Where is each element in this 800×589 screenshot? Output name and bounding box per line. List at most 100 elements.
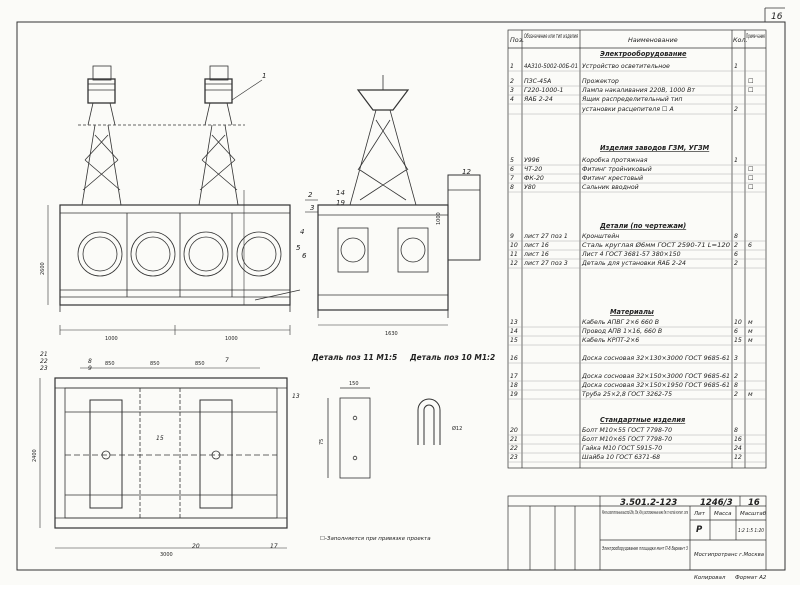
spec-cell-name: Провод АПВ 1×16, 660 В	[582, 328, 662, 335]
spec-cell-pos: 23	[510, 454, 518, 461]
spec-cell-pos: 19	[510, 391, 518, 398]
spec-cell-pos: 1	[510, 63, 514, 70]
spec-cell-qty: 1	[734, 157, 738, 164]
dim-1000-right: 1000	[225, 336, 238, 342]
spec-cell-name: Доска сосновая 32×130×3000 ГОСТ 9685-61	[581, 355, 730, 362]
spec-cell-des: ЯАБ 2-24	[523, 96, 553, 103]
dim-850-c: 850	[195, 361, 205, 367]
spec-cell-des: лист 16	[523, 251, 549, 258]
footnote: ☐-Заполняется при привязке проекта	[320, 535, 431, 542]
spec-cell-pos: 3	[510, 87, 514, 94]
spec-cell-note: ☐	[748, 78, 754, 85]
spec-cell-des: У996	[524, 157, 540, 164]
section-materials: Материалы	[610, 308, 654, 316]
callout-8: 8	[88, 358, 92, 365]
spec-cell-pos: 22	[510, 445, 518, 452]
spec-cell-name: Прожектор	[582, 78, 619, 85]
dim-850-b: 850	[150, 361, 160, 367]
svg-text:1000: 1000	[436, 212, 442, 225]
spec-cell-name: Кабель КРПТ-2×6	[582, 336, 639, 344]
callout-5: 5	[296, 244, 301, 252]
callout-20: 20	[192, 543, 200, 550]
spec-cell-qty: 6	[734, 328, 738, 335]
spec-cell-name: Ящик распределительный тип	[581, 96, 682, 103]
spec-cell-pos: 9	[510, 233, 514, 240]
spec-cell-qty: 2	[734, 242, 738, 249]
col-header-designation: Обозначение или тип изделия	[524, 32, 578, 40]
spec-cell-note: 6	[748, 242, 752, 249]
spec-cell-qty: 15	[734, 337, 742, 344]
tb-copy: Копировал	[694, 575, 726, 581]
col-header-note: Приме-чание	[746, 32, 765, 40]
dim-75: 75	[319, 439, 325, 445]
doc-subtitle: Электрооборудование площадки мачт П-8 Ва…	[601, 546, 688, 552]
spec-cell-pos: 7	[510, 175, 514, 182]
spec-cell-des: лист 27 поз 3	[523, 260, 568, 267]
spec-cell-qty: 8	[734, 382, 738, 389]
spec-cell-note: м	[748, 391, 753, 398]
spec-cell-pos: 5	[510, 157, 514, 164]
spec-cell-name: Доска сосновая 32×150×3000 ГОСТ 9685-61	[581, 373, 730, 380]
spec-cell-name: Болт М10×55 ГОСТ 7798-70	[582, 427, 672, 434]
callout-23: 23	[40, 365, 48, 372]
spec-cell-pos: 13	[510, 319, 518, 326]
doc-code: 3.501.2-123	[620, 498, 677, 508]
doc-title: Мачты осветительные высотой 28м, 33м, 43…	[602, 510, 688, 516]
spec-cell-pos: 18	[510, 382, 518, 389]
spec-cell-des: ФК-20	[524, 175, 544, 182]
spec-cell-qty: 1	[734, 63, 738, 70]
dim-2600: 2600	[40, 262, 46, 275]
spec-cell-qty: 3	[734, 355, 738, 362]
spec-cell-name: Болт М10×65 ГОСТ 7798-70	[582, 436, 672, 443]
spec-cell-name: Сталь круглая Ø6мм ГОСТ 2590-71 L=120	[582, 241, 730, 249]
callout-6: 6	[302, 252, 307, 260]
spec-cell-name: установки расцепителя ☐ А	[581, 106, 674, 113]
spec-cell-qty: 8	[734, 427, 738, 434]
callout-12: 12	[462, 168, 471, 176]
tb-header-mass: Масса	[714, 511, 732, 517]
spec-cell-name: Кронштейн	[582, 233, 619, 240]
dim-1630: 1630	[385, 331, 398, 337]
spec-cell-des: ПЗС-45А	[524, 78, 551, 85]
sheet-border	[16, 21, 786, 571]
callout-9: 9	[88, 365, 92, 372]
tb-header-scale: Масштаб	[740, 511, 767, 517]
side-elevation	[317, 75, 481, 318]
spec-cell-des: У80	[524, 184, 536, 191]
spec-cell-name: Кабель АПВГ 2×6 660 В	[582, 318, 659, 326]
spec-cell-name: Труба 25×2,8 ГОСТ 3262-75	[582, 390, 672, 398]
spec-cell-name: Фитинг крестовый	[582, 175, 643, 182]
callout-14: 14	[336, 189, 345, 197]
plan-view	[54, 377, 288, 529]
spec-cell-qty: 12	[734, 454, 742, 461]
dim-2400: 2400	[32, 449, 38, 462]
callout-13: 13	[292, 393, 300, 400]
spec-cell-note: ☐	[748, 184, 754, 191]
callout-3: 3	[310, 204, 314, 212]
spec-cell-name: Сальник вводной	[582, 184, 639, 191]
callout-17: 17	[270, 543, 278, 550]
tb-stage: Р	[696, 525, 703, 535]
spec-cell-pos: 14	[510, 328, 518, 335]
dim-3000: 3000	[160, 552, 173, 558]
spec-cell-name: Устройство осветительное	[582, 63, 670, 70]
spec-cell-note: м	[748, 328, 753, 335]
detail-10-label: Деталь поз 10 М1:2	[409, 353, 495, 362]
spec-cell-qty: 16	[734, 436, 742, 443]
spec-cell-qty: 24	[734, 445, 742, 452]
sheet-number-corner: 16	[771, 12, 783, 22]
spec-cell-pos: 12	[510, 260, 518, 267]
spec-cell-pos: 11	[510, 251, 518, 258]
spec-cell-des: Г220-1000-1	[524, 87, 563, 94]
callout-1: 1	[262, 72, 266, 80]
spec-cell-name: Деталь для установки ЯАБ 2-24	[581, 260, 686, 267]
callout-22: 22	[40, 358, 48, 365]
sheet-no: 16	[748, 498, 760, 508]
callout-19: 19	[336, 199, 345, 207]
spec-cell-pos: 15	[510, 337, 518, 344]
col-header-pos: Поз.	[510, 36, 524, 44]
spec-cell-name: Гайка М10 ГОСТ 5915-70	[582, 445, 662, 452]
dim-1000-left: 1000	[105, 336, 118, 342]
spec-cell-qty: 10	[734, 319, 742, 326]
